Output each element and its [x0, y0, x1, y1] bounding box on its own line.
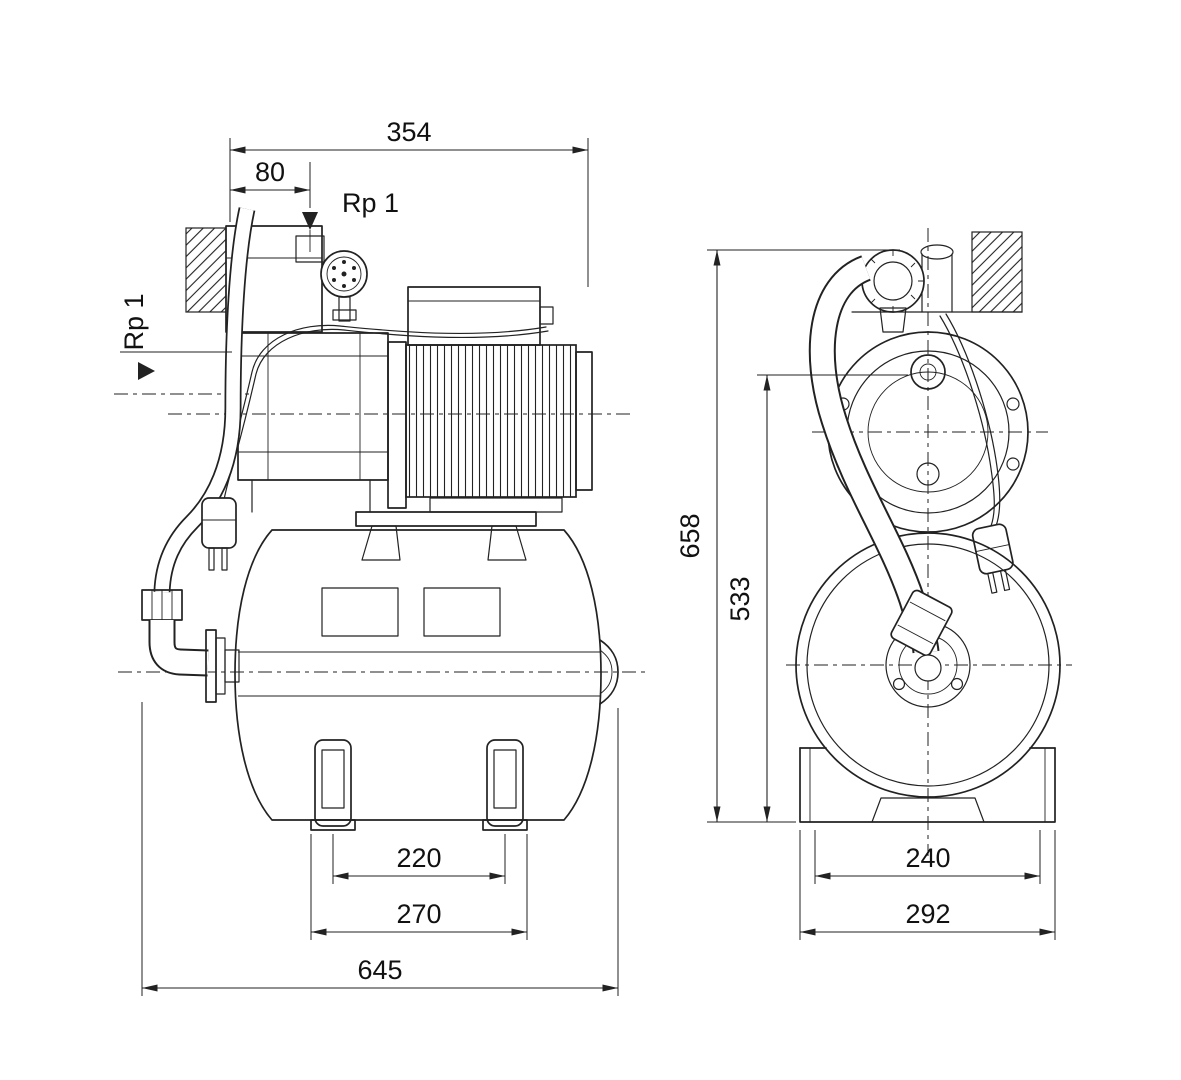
- dim-feet-outer: 270: [396, 899, 441, 929]
- dim-port-offset: 80: [255, 157, 285, 187]
- dim-height-port: 533: [725, 576, 755, 621]
- dim-height-overall: 658: [675, 513, 705, 558]
- plug-pin: [221, 547, 228, 571]
- side-mains-plug: [201, 497, 237, 571]
- nut-lines: [897, 601, 946, 645]
- cable-line: [939, 315, 995, 527]
- front-discharge-fitting: [861, 244, 954, 333]
- dim-feet-spacing: 220: [396, 843, 441, 873]
- gauge-nut: [332, 309, 357, 321]
- pump-casing-detail: [867, 371, 989, 493]
- flange-bolt: [892, 677, 906, 691]
- tank-foot-left: [310, 739, 356, 831]
- tank-label-plate: [321, 587, 399, 637]
- plug-pin: [208, 547, 215, 571]
- port-top-label: Rp 1: [342, 188, 399, 218]
- plug-body: [201, 497, 237, 549]
- cable-line: [945, 313, 1001, 527]
- dim-base-outer: 292: [905, 899, 950, 929]
- dim-base-inner: 240: [905, 843, 950, 873]
- cable-gland: [539, 306, 554, 325]
- tank-circle: [795, 532, 1061, 798]
- hose-union-nut: [890, 589, 953, 657]
- gauge-stem: [338, 296, 351, 322]
- mounting-bracket-hatched: [185, 227, 227, 313]
- plug-pin: [987, 571, 998, 594]
- side-view: 354 80 Rp 1 Rp 1 220 270: [114, 117, 648, 996]
- tank-center-port: [914, 654, 942, 682]
- pump-body: [237, 332, 389, 481]
- gauge-tick: [352, 278, 356, 282]
- dim-width-overall: 354: [386, 117, 431, 147]
- port-arrow-right: [138, 362, 155, 380]
- front-power-cable: [939, 313, 1014, 594]
- stand-outline: [799, 747, 1056, 823]
- port-arrow-down: [302, 212, 318, 230]
- pressure-gauge: [320, 250, 368, 322]
- drain-plug: [916, 462, 940, 486]
- pump-port-inner: [919, 363, 937, 381]
- tank-circle-inner: [806, 543, 1050, 787]
- gauge-tick: [332, 266, 336, 270]
- side-pump-unit: [185, 225, 593, 513]
- side-tank: [234, 511, 619, 831]
- mounting-bracket-hatched: [971, 231, 1023, 313]
- gauge-dial-ring: [326, 256, 362, 292]
- gauge-center: [341, 271, 347, 277]
- saddle-leg: [361, 525, 401, 561]
- tank-body: [234, 529, 602, 821]
- gauge-tick: [342, 260, 346, 264]
- pump-port-circle: [910, 354, 946, 390]
- front-mains-plug: [971, 523, 1014, 594]
- tank-foot-right: [482, 739, 528, 831]
- foot-strap: [314, 739, 352, 827]
- gauge-tick: [332, 278, 336, 282]
- flange-bolt: [950, 677, 964, 691]
- foot-pad: [310, 819, 356, 831]
- bolt: [1006, 397, 1020, 411]
- dim-length-overall: 645: [357, 955, 402, 985]
- tank-label-plate: [423, 587, 501, 637]
- motor-end-bell: [575, 351, 593, 491]
- front-hose: [808, 255, 953, 682]
- plug-line: [975, 544, 1010, 553]
- pipe-top: [920, 244, 954, 260]
- gauge-tick: [352, 266, 356, 270]
- motor-fins: [405, 344, 577, 498]
- plug-pin: [999, 569, 1011, 592]
- tank-saddle: [355, 511, 537, 561]
- hose-fill: [155, 207, 254, 593]
- front-view: 658 533 240 292: [675, 228, 1072, 940]
- stand-arch-cutout: [871, 797, 985, 823]
- tank-port-stub: [224, 649, 240, 683]
- coupling-thread-lines: [151, 590, 173, 620]
- gauge-tick: [342, 284, 346, 288]
- tank-end-cap: [599, 639, 619, 705]
- front-stand: [799, 747, 1056, 823]
- nut-body: [890, 589, 953, 657]
- foot-pad: [482, 819, 528, 831]
- side-dimensions: 354 80 Rp 1 Rp 1 220 270: [119, 117, 619, 996]
- saddle-plate: [355, 511, 537, 527]
- side-hose: [141, 207, 256, 703]
- port-side-label: Rp 1: [119, 293, 149, 350]
- nut-adapter: [879, 307, 907, 333]
- tank-flange-inner: [215, 637, 226, 695]
- saddle-leg: [487, 525, 527, 561]
- bolt: [1006, 457, 1020, 471]
- front-dimensions: 658 533 240 292: [675, 249, 1056, 940]
- tank-end-cap-inner: [599, 649, 613, 695]
- foot-slot: [493, 749, 517, 809]
- elbow-fill: [150, 620, 209, 675]
- foot-strap: [486, 739, 524, 827]
- union-nut-inner: [873, 261, 913, 301]
- front-tank: [795, 532, 1061, 798]
- foot-slot: [321, 749, 345, 809]
- motor-flange: [387, 341, 407, 509]
- motor-foot: [429, 497, 563, 513]
